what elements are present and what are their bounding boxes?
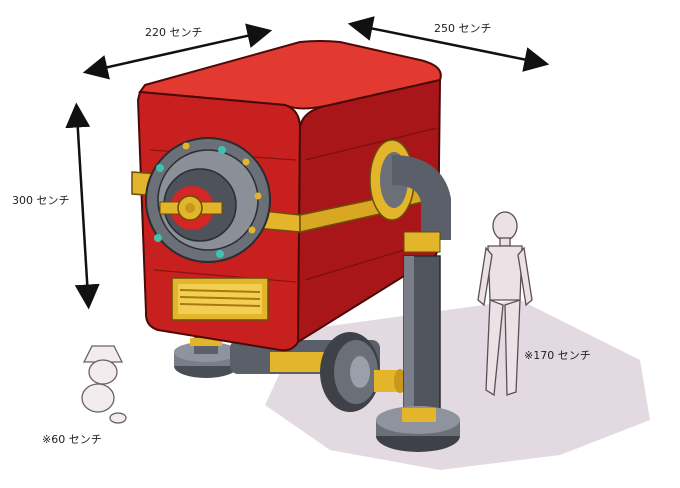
human-scale-figure (477, 211, 533, 397)
width-arrow (82, 23, 273, 80)
human-label: ※170 センチ (524, 349, 591, 362)
vent-grille (171, 277, 269, 321)
depth-arrow (347, 16, 550, 72)
front-porthole (145, 137, 271, 263)
height-label: 300 センチ (12, 194, 70, 207)
lamp-label: ※60 センチ (42, 433, 102, 446)
lamp-scale-figure (81, 345, 127, 424)
depth-label: 250 センチ (434, 22, 492, 35)
width-label: 220 センチ (145, 26, 203, 39)
height-arrow (65, 102, 100, 310)
pipe-leg (376, 155, 460, 452)
